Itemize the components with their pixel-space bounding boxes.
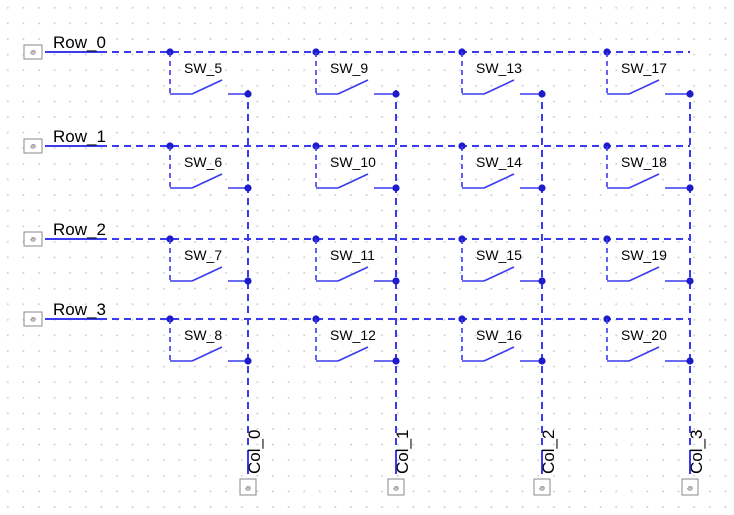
col-junction-0-3	[686, 90, 694, 98]
switch-0-0: SW_5	[166, 48, 252, 98]
col-junction-3-2	[538, 357, 546, 365]
row-label-3: Row_3	[53, 300, 106, 319]
row-port-3	[23, 311, 43, 327]
switch-lever-2-3	[628, 266, 660, 282]
switch-label-2-3: SW_19	[621, 247, 667, 263]
switch-lever-2-1	[337, 266, 369, 282]
switch-1-2: SW_14	[458, 142, 546, 192]
col-port-0	[239, 478, 257, 496]
switch-0-2: SW_13	[458, 48, 546, 98]
switch-lever-0-2	[483, 79, 515, 95]
switch-2-2: SW_15	[458, 235, 546, 285]
col-junction-0-2	[538, 90, 546, 98]
col-junction-1-0	[244, 184, 252, 192]
switch-label-2-2: SW_15	[476, 247, 522, 263]
col-label-0: Col_0	[245, 430, 264, 474]
switch-1-1: SW_10	[312, 142, 400, 192]
col-junction-2-1	[392, 277, 400, 285]
switch-lever-0-3	[628, 79, 660, 95]
col-junction-1-3	[686, 184, 694, 192]
row-port-glyph-2: ꩜	[30, 236, 36, 243]
switch-lever-0-1	[337, 79, 369, 95]
switch-label-2-1: SW_11	[330, 247, 375, 263]
switch-label-1-3: SW_18	[621, 154, 667, 170]
switch-label-3-2: SW_16	[476, 327, 522, 343]
row-label-1: Row_1	[53, 127, 106, 146]
row-port-0	[23, 44, 43, 60]
row-port-glyph-0: ꩜	[30, 49, 36, 56]
col-junction-3-0	[244, 357, 252, 365]
col-label-1: Col_1	[393, 430, 412, 474]
switch-3-3: SW_20	[603, 315, 694, 365]
col-junction-2-0	[244, 277, 252, 285]
switch-label-0-0: SW_5	[184, 60, 222, 76]
switch-0-1: SW_9	[312, 48, 400, 98]
switch-3-1: SW_12	[312, 315, 400, 365]
col-junction-2-2	[538, 277, 546, 285]
switch-lever-3-1	[337, 346, 369, 362]
switch-3-2: SW_16	[458, 315, 546, 365]
row-port-glyph-1: ꩜	[30, 143, 36, 150]
switch-lever-3-0	[191, 346, 223, 362]
row-port-1	[23, 138, 43, 154]
row-port-2	[23, 231, 43, 247]
col-port-glyph-0: ꩜	[245, 485, 251, 492]
col-junction-0-0	[244, 90, 252, 98]
col-port-1	[387, 478, 405, 496]
switch-lever-1-3	[628, 173, 660, 189]
switch-lever-1-2	[483, 173, 515, 189]
col-port-2	[533, 478, 551, 496]
col-port-3	[681, 478, 699, 496]
switch-lever-2-2	[483, 266, 515, 282]
switch-label-3-3: SW_20	[621, 327, 667, 343]
col-junction-3-3	[686, 357, 694, 365]
switch-2-0: SW_7	[166, 235, 252, 285]
col-port-glyph-2: ꩜	[539, 485, 545, 492]
switch-label-0-2: SW_13	[476, 60, 522, 76]
switch-1-0: SW_6	[166, 142, 252, 192]
switch-lever-0-0	[191, 79, 223, 95]
switch-lever-2-0	[191, 266, 223, 282]
switch-0-3: SW_17	[603, 48, 694, 98]
switch-label-3-1: SW_12	[330, 327, 376, 343]
col-junction-0-1	[392, 90, 400, 98]
col-port-glyph-1: ꩜	[393, 485, 399, 492]
row-label-2: Row_2	[53, 220, 106, 239]
switch-label-0-1: SW_9	[330, 60, 368, 76]
ports-layer: ꩜ ꩜ ꩜ ꩜ ꩜ ꩜ ꩜ ꩜	[23, 44, 699, 496]
col-label-3: Col_3	[687, 430, 706, 474]
row-label-0: Row_0	[53, 33, 106, 52]
switch-lever-3-2	[483, 346, 515, 362]
switch-label-3-0: SW_8	[184, 327, 222, 343]
row-port-glyph-3: ꩜	[30, 316, 36, 323]
col-junction-2-3	[686, 277, 694, 285]
switch-3-0: SW_8	[166, 315, 252, 365]
switch-2-3: SW_19	[603, 235, 694, 285]
switch-label-0-3: SW_17	[621, 60, 667, 76]
col-port-glyph-3: ꩜	[687, 485, 693, 492]
switch-label-1-0: SW_6	[184, 154, 222, 170]
switch-1-3: SW_18	[603, 142, 694, 192]
switch-lever-1-1	[337, 173, 369, 189]
switch-lever-3-3	[628, 346, 660, 362]
col-junction-1-2	[538, 184, 546, 192]
switch-lever-1-0	[191, 173, 223, 189]
col-junction-3-1	[392, 357, 400, 365]
switch-label-1-1: SW_10	[330, 154, 376, 170]
switch-label-1-2: SW_14	[476, 154, 522, 170]
col-junction-1-1	[392, 184, 400, 192]
switch-label-2-0: SW_7	[184, 247, 222, 263]
col-label-2: Col_2	[539, 430, 558, 474]
switch-2-1: SW_11	[312, 235, 400, 285]
